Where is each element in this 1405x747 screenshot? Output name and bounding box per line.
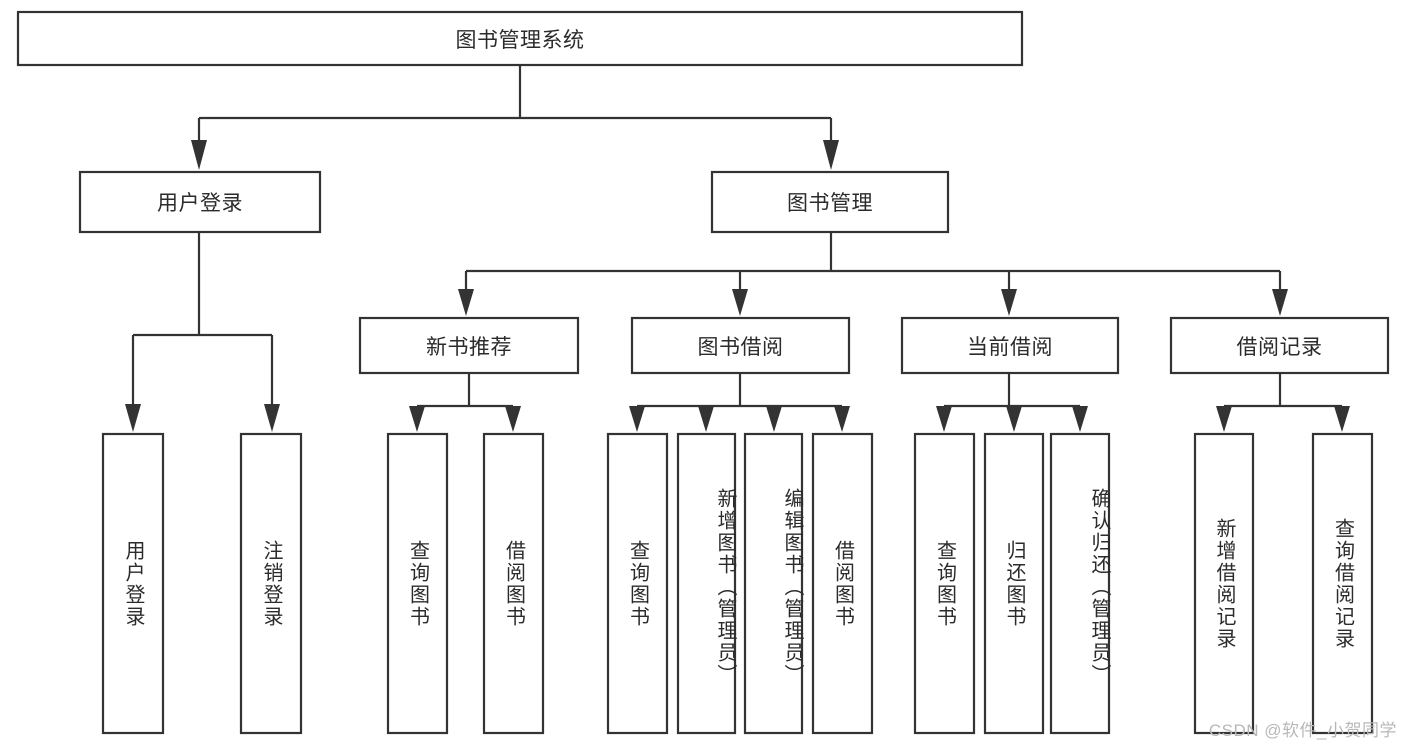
connector-root-to-level1 (191, 65, 839, 170)
arrowhead-leaf-borrow-book-2 (834, 406, 850, 432)
node-box-new-book-recommend[interactable] (358, 316, 580, 375)
arrowhead-current-borrow (1001, 289, 1017, 316)
arrowhead-book-manage (823, 140, 839, 170)
connector-borrow-record-to-leaves (1216, 373, 1350, 432)
arrowhead-leaf-borrow-book-1 (505, 406, 521, 432)
node-box-leaf-query-book-2[interactable] (606, 432, 669, 735)
node-box-root[interactable] (16, 10, 1024, 67)
node-box-leaf-logout[interactable] (239, 432, 303, 735)
node-box-borrow-record[interactable] (1169, 316, 1390, 375)
node-box-current-borrow[interactable] (900, 316, 1120, 375)
node-box-leaf-confirm-return[interactable] (1049, 432, 1111, 735)
node-box-leaf-return-book[interactable] (983, 432, 1045, 735)
connector-new-book-recommend-to-leaves (409, 373, 521, 432)
arrowhead-leaf-logout (264, 404, 280, 432)
arrowhead-leaf-confirm-return (1072, 406, 1088, 432)
node-box-user-login[interactable] (78, 170, 322, 234)
arrowhead-leaf-user-login (125, 404, 141, 432)
arrowhead-leaf-return-book (1006, 406, 1022, 432)
connector-book-manage-to-level2 (458, 232, 1288, 316)
arrowhead-leaf-query-book-2 (629, 406, 645, 432)
node-box-leaf-borrow-book-1[interactable] (482, 432, 545, 735)
node-box-leaf-add-record[interactable] (1193, 432, 1255, 735)
connector-current-borrow-to-leaves (936, 373, 1088, 432)
arrowhead-borrow-record (1272, 289, 1288, 316)
arrowhead-user-login (191, 140, 207, 170)
arrowhead-leaf-query-book-1 (409, 406, 425, 432)
node-box-book-manage[interactable] (710, 170, 950, 234)
arrowhead-leaf-add-record (1216, 406, 1232, 432)
node-box-leaf-user-login[interactable] (101, 432, 165, 735)
arrowhead-leaf-edit-book (766, 406, 782, 432)
node-box-leaf-add-book[interactable] (676, 432, 737, 735)
arrowhead-leaf-add-book (698, 406, 714, 432)
node-box-leaf-query-book-3[interactable] (913, 432, 976, 735)
node-box-book-borrow[interactable] (630, 316, 851, 375)
arrowhead-leaf-query-record (1334, 406, 1350, 432)
arrowhead-new-book-recommend (458, 289, 474, 316)
node-box-leaf-query-book-1[interactable] (386, 432, 449, 735)
node-box-leaf-borrow-book-2[interactable] (811, 432, 874, 735)
arrowhead-book-borrow (732, 289, 748, 316)
arrowhead-leaf-query-book-3 (936, 406, 952, 432)
node-box-leaf-edit-book[interactable] (743, 432, 804, 735)
csdn-watermark: CSDN @软件_小贺同学 (1208, 721, 1397, 740)
connector-book-borrow-to-leaves (629, 373, 850, 432)
connector-user-login-to-leaves (125, 232, 280, 432)
node-box-leaf-query-record[interactable] (1311, 432, 1374, 735)
